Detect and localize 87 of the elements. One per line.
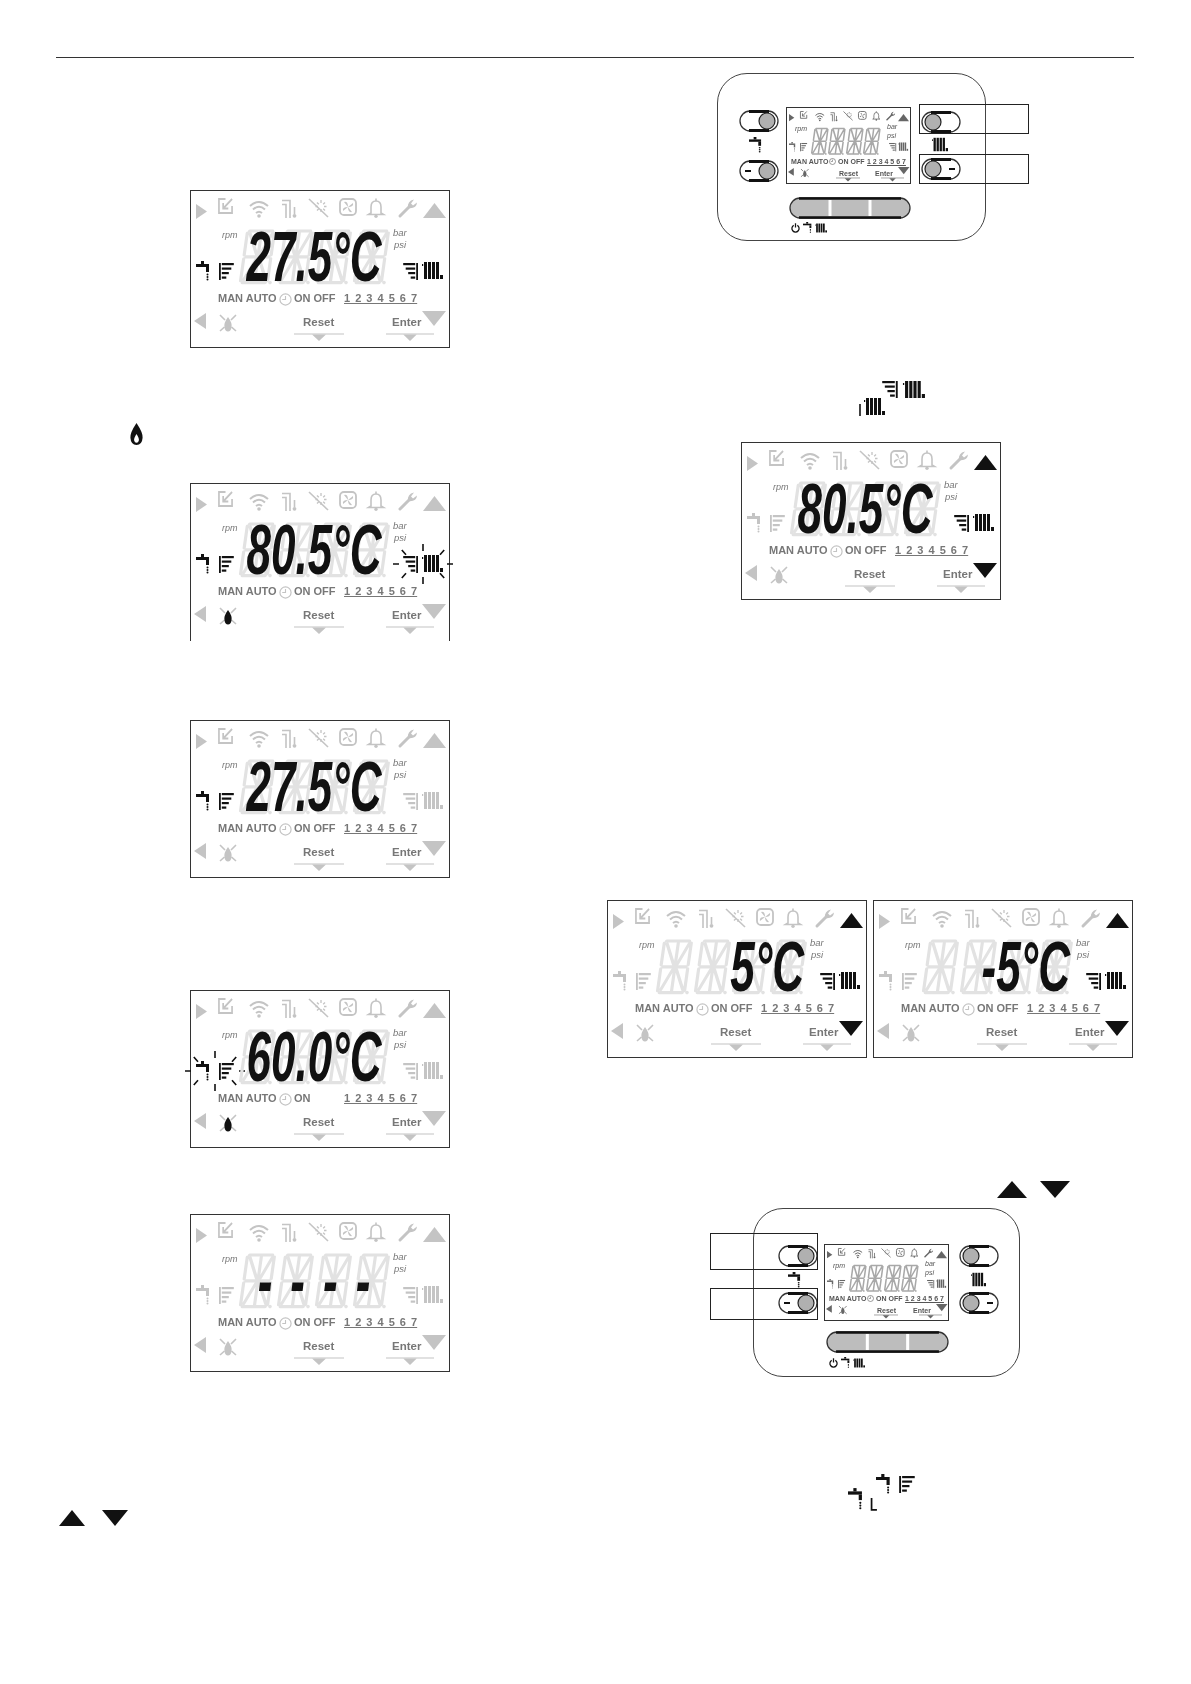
lcd-display bbox=[190, 1214, 450, 1372]
softkey-label: Reset bbox=[303, 610, 335, 622]
unit-label: psi bbox=[394, 240, 407, 250]
mode-label: ON OFF bbox=[294, 293, 336, 304]
lcd-display bbox=[873, 900, 1133, 1058]
lcd-display bbox=[786, 107, 911, 185]
lcd-display bbox=[190, 720, 450, 878]
mode-label: ON OFF bbox=[294, 1317, 336, 1328]
callout-box bbox=[919, 154, 1029, 184]
unit-label: psi bbox=[394, 1264, 407, 1274]
unit-label: bar bbox=[393, 1028, 407, 1038]
display-readout: 27.5°C bbox=[237, 228, 391, 286]
mode-label: MAN AUTO bbox=[635, 1003, 694, 1014]
mode-label: ON OFF bbox=[711, 1003, 753, 1014]
control-panel bbox=[753, 1208, 1020, 1377]
unit-label: rpm bbox=[222, 1255, 238, 1264]
lcd-display bbox=[741, 442, 1001, 600]
softkey-label: Reset bbox=[303, 1117, 335, 1129]
unit-label: psi bbox=[811, 950, 824, 960]
softkey-label: Enter bbox=[392, 610, 422, 622]
mode-label: ON bbox=[294, 1093, 311, 1104]
control-panel bbox=[717, 73, 986, 241]
display-readout: 80.5°C bbox=[788, 480, 942, 538]
softkey-label: Reset bbox=[986, 1027, 1018, 1039]
display-readout: -5°C bbox=[920, 938, 1074, 996]
day-numbers: 1 2 3 4 5 6 7 bbox=[344, 823, 418, 834]
unit-label: bar bbox=[393, 521, 407, 531]
mode-label: MAN AUTO bbox=[218, 1093, 277, 1104]
unit-label: bar bbox=[393, 1252, 407, 1262]
unit-label: rpm bbox=[222, 1031, 238, 1040]
day-numbers: 1 2 3 4 5 6 7 bbox=[344, 1093, 418, 1104]
display-readout: 80.5°C bbox=[237, 521, 391, 579]
unit-label: bar bbox=[1076, 938, 1090, 948]
mode-label: ON OFF bbox=[294, 586, 336, 597]
mode-label: MAN AUTO bbox=[218, 1317, 277, 1328]
unit-label: bar bbox=[944, 480, 958, 490]
callout-box bbox=[919, 104, 1029, 134]
unit-label: rpm bbox=[222, 524, 238, 533]
softkey-label: Enter bbox=[392, 847, 422, 859]
mode-label: MAN AUTO bbox=[769, 545, 828, 556]
mode-label: ON OFF bbox=[977, 1003, 1019, 1014]
softkey-label: Enter bbox=[809, 1027, 839, 1039]
unit-label: bar bbox=[810, 938, 824, 948]
display-readout: 60.0°C bbox=[237, 1028, 391, 1086]
mode-label: MAN AUTO bbox=[901, 1003, 960, 1014]
display-readout: 5°C bbox=[654, 938, 808, 996]
day-numbers: 1 2 3 4 5 6 7 bbox=[761, 1003, 835, 1014]
unit-label: rpm bbox=[639, 941, 655, 950]
unit-label: psi bbox=[1077, 950, 1090, 960]
day-numbers: 1 2 3 4 5 6 7 bbox=[344, 1317, 418, 1328]
unit-label: bar bbox=[393, 758, 407, 768]
unit-label: psi bbox=[945, 492, 958, 502]
lcd-display bbox=[190, 483, 450, 641]
unit-label: rpm bbox=[905, 941, 921, 950]
lcd-display bbox=[190, 190, 450, 348]
callout-box bbox=[710, 1233, 818, 1270]
mode-label: MAN AUTO bbox=[218, 586, 277, 597]
day-numbers: 1 2 3 4 5 6 7 bbox=[895, 545, 969, 556]
softkey-label: Enter bbox=[943, 569, 973, 581]
unit-label: rpm bbox=[222, 761, 238, 770]
lcd-display bbox=[607, 900, 867, 1058]
softkey-label: Enter bbox=[1075, 1027, 1105, 1039]
mode-label: MAN AUTO bbox=[218, 823, 277, 834]
unit-label: psi bbox=[394, 1040, 407, 1050]
softkey-label: Enter bbox=[392, 317, 422, 329]
unit-label: rpm bbox=[773, 483, 789, 492]
mode-label: ON OFF bbox=[294, 823, 336, 834]
softkey-label: Enter bbox=[392, 1341, 422, 1353]
unit-label: rpm bbox=[222, 231, 238, 240]
mode-label: ON OFF bbox=[845, 545, 887, 556]
softkey-label: Reset bbox=[303, 847, 335, 859]
softkey-label: Reset bbox=[303, 1341, 335, 1353]
softkey-label: Reset bbox=[303, 317, 335, 329]
day-numbers: 1 2 3 4 5 6 7 bbox=[1027, 1003, 1101, 1014]
display-readout: ---- bbox=[237, 1252, 391, 1310]
unit-label: psi bbox=[394, 770, 407, 780]
callout-box bbox=[710, 1288, 818, 1320]
day-numbers: 1 2 3 4 5 6 7 bbox=[344, 586, 418, 597]
softkey-label: Reset bbox=[720, 1027, 752, 1039]
softkey-label: Enter bbox=[392, 1117, 422, 1129]
unit-label: psi bbox=[394, 533, 407, 543]
day-numbers: 1 2 3 4 5 6 7 bbox=[344, 293, 418, 304]
softkey-label: Reset bbox=[854, 569, 886, 581]
mode-label: MAN AUTO bbox=[218, 293, 277, 304]
lcd-display bbox=[824, 1244, 949, 1322]
unit-label: bar bbox=[393, 228, 407, 238]
display-readout: 27.5°C bbox=[237, 758, 391, 816]
